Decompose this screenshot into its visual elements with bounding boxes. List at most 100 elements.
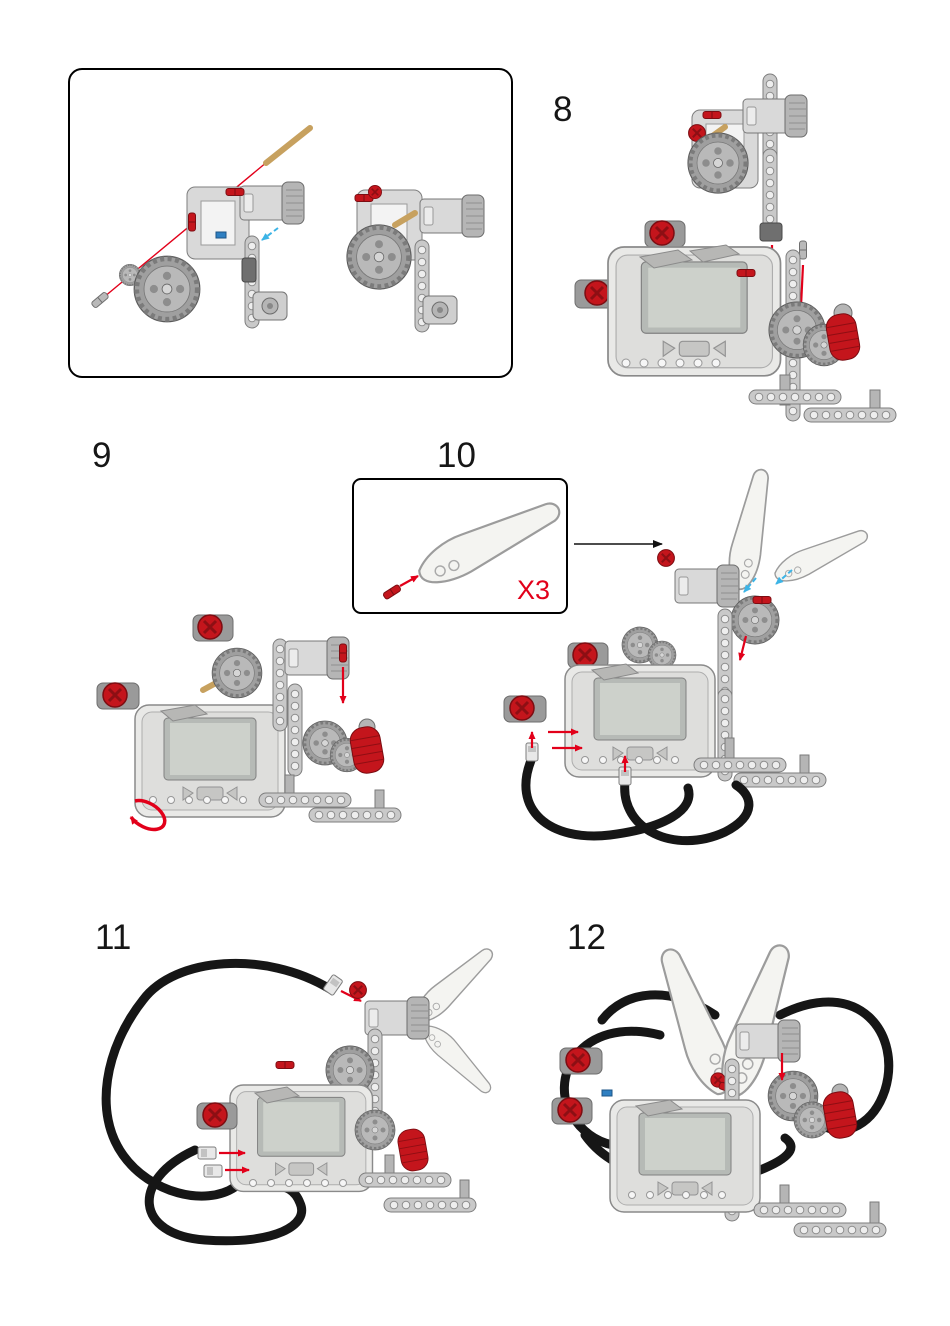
leg-beam — [748, 389, 842, 405]
red-pin — [275, 1061, 295, 1069]
gray-pin — [799, 240, 807, 260]
red-knob — [583, 279, 611, 307]
propeller-blade — [769, 514, 871, 593]
exploded-gear-assembly — [90, 125, 313, 329]
large-gear-icon — [134, 256, 200, 322]
ev3-brick — [229, 1084, 374, 1193]
leg-beam — [258, 792, 352, 808]
step-9-number: 9 — [92, 436, 112, 475]
cable-attachment — [521, 728, 754, 846]
red-arrow-icon — [738, 635, 748, 661]
callout-pointer — [574, 540, 663, 548]
red-knob — [101, 681, 129, 709]
red-cylinder — [820, 1089, 860, 1141]
blue-arrow-icon — [775, 569, 793, 585]
red-knob — [348, 980, 368, 1000]
robot-body — [503, 625, 827, 788]
red-pin — [736, 269, 756, 277]
beam — [287, 683, 303, 777]
motor-icon — [742, 94, 808, 138]
axle — [392, 210, 418, 228]
red-knob — [196, 613, 224, 641]
red-arrow-icon — [399, 575, 419, 587]
beam — [717, 608, 733, 702]
red-cylinder — [395, 1126, 431, 1174]
red-knob — [571, 641, 599, 669]
red-knob — [367, 184, 383, 200]
leg-beam — [383, 1197, 477, 1213]
robot-body — [196, 1084, 477, 1213]
robot-body — [96, 613, 402, 823]
step-12-illustration — [551, 937, 894, 1238]
gray-wedge — [159, 704, 209, 722]
front-pin-holes — [249, 1179, 347, 1187]
large-gear-icon — [210, 646, 264, 700]
red-knob — [508, 694, 536, 722]
parts-callout-box: X3 — [352, 478, 568, 614]
red-knob — [648, 219, 676, 247]
step-8-number: 8 — [553, 90, 573, 129]
red-pin — [752, 596, 772, 604]
gray-wedge — [634, 1099, 684, 1117]
gray-wedge — [688, 244, 741, 263]
motor-icon — [419, 194, 485, 238]
leg-beam — [803, 407, 897, 423]
red-pin — [702, 111, 722, 119]
cable-connector — [203, 1164, 223, 1178]
motor-icon — [239, 181, 305, 225]
dark-connector — [241, 257, 257, 283]
gear-icon — [353, 1108, 397, 1152]
leg-beam — [753, 1202, 847, 1218]
motor-icon — [735, 1019, 801, 1063]
axle — [263, 125, 313, 166]
leg-beam — [793, 1222, 887, 1238]
substeps-illustration — [90, 125, 485, 333]
cable-connector — [197, 1146, 217, 1160]
cable — [620, 777, 754, 846]
red-pin — [225, 188, 245, 196]
parts-callout-illustration — [382, 479, 565, 601]
red-pin — [188, 212, 196, 232]
robot-body — [551, 1046, 887, 1238]
medium-motor-icon — [252, 291, 288, 321]
robot-body — [574, 219, 897, 423]
gray-pin — [90, 291, 110, 309]
red-knob — [556, 1096, 584, 1124]
blade-attachment — [656, 466, 871, 782]
quantity-label: X3 — [516, 575, 550, 605]
leg-beam — [308, 807, 402, 823]
front-pin-holes — [628, 1191, 726, 1199]
dark-connector — [759, 222, 783, 242]
port-connections — [197, 1146, 250, 1178]
large-gear-icon — [688, 133, 748, 193]
step-8-illustration — [574, 73, 897, 423]
blue-pin — [215, 231, 227, 239]
medium-motor-icon — [422, 295, 458, 325]
step-9-illustration — [96, 613, 402, 832]
step-11-number: 11 — [95, 918, 132, 957]
large-gear-icon — [347, 225, 411, 289]
leg-beam — [733, 772, 827, 788]
blue-arrow-icon — [743, 577, 757, 593]
blue-pin — [601, 1089, 613, 1097]
cable — [521, 753, 694, 841]
blue-arrow-icon — [261, 227, 279, 241]
gray-wedge — [590, 663, 640, 681]
propeller-assembly — [637, 937, 860, 1222]
rotation-arrow-icon — [129, 798, 167, 832]
motor-icon — [674, 564, 740, 608]
step-12-number: 12 — [567, 918, 606, 957]
red-pin — [382, 583, 402, 601]
front-pin-holes — [621, 358, 721, 368]
red-knob — [564, 1046, 592, 1074]
red-knob — [201, 1101, 229, 1129]
gear-subassembly — [688, 73, 808, 242]
ev3-brick — [607, 246, 782, 377]
cable-connector — [322, 973, 344, 997]
step-10-illustration — [503, 466, 871, 846]
cable — [144, 1145, 307, 1246]
red-knob — [656, 548, 676, 568]
step-11-illustration — [101, 935, 502, 1246]
assembled-gear-assembly — [347, 184, 485, 333]
